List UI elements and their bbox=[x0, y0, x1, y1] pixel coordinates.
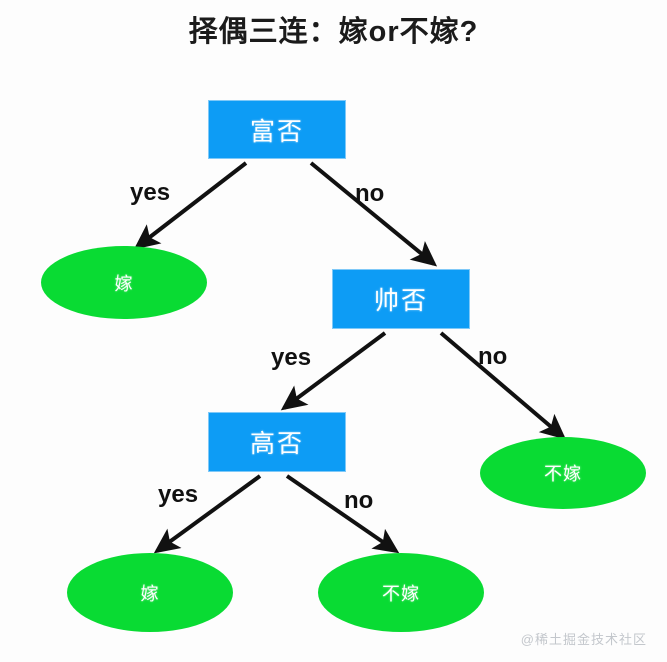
watermark: @稀土掘金技术社区 bbox=[520, 632, 647, 647]
edge-gao-no bbox=[285, 474, 400, 554]
edge-label-shuai-yes: yes bbox=[271, 344, 312, 371]
page-title: 择偶三连：嫁or不嫁? bbox=[188, 16, 479, 48]
decision-node-tall[interactable]: 高否 bbox=[208, 412, 346, 472]
decision-node-handsome[interactable]: 帅否 bbox=[332, 269, 470, 329]
leaf-node-marry-1[interactable]: 嫁 bbox=[41, 246, 207, 319]
decision-node-rich[interactable]: 富否 bbox=[208, 100, 346, 159]
edge-label-fu-yes: yes bbox=[130, 179, 171, 206]
leaf-node-not-marry-1[interactable]: 不嫁 bbox=[480, 437, 646, 509]
edge-fu-no bbox=[309, 161, 438, 267]
edge-label-gao-yes: yes bbox=[158, 481, 199, 508]
edge-label-shuai-no: no bbox=[478, 343, 508, 370]
leaf-node-not-marry-2[interactable]: 不嫁 bbox=[318, 553, 484, 632]
edge-label-gao-no: no bbox=[344, 487, 374, 514]
edge-label-fu-no: no bbox=[355, 180, 385, 207]
leaf-node-marry-2[interactable]: 嫁 bbox=[67, 553, 233, 632]
